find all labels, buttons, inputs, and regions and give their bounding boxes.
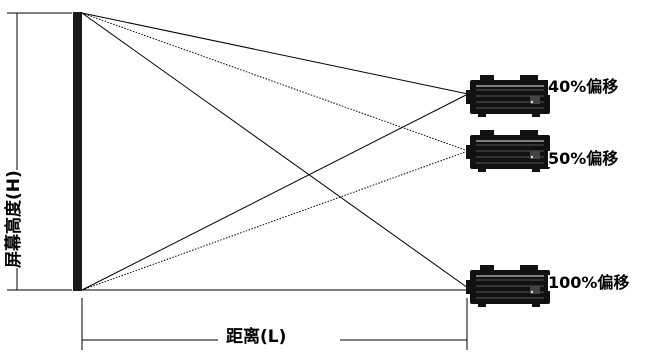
offset-40-label: 40%偏移: [548, 77, 619, 96]
projector-icon-40: [465, 74, 551, 118]
offset-100-label: 100%偏移: [548, 273, 630, 292]
projector-icon-100: [465, 264, 551, 308]
screen-bar: [73, 12, 82, 291]
distance-dimension: [81, 298, 468, 350]
screen-height-label: 屏幕高度(H): [4, 170, 24, 268]
projector-icon-50: [465, 129, 551, 173]
projection-beams: [81, 12, 469, 291]
distance-label: 距离(L): [222, 329, 291, 346]
offset-50-label: 50%偏移: [548, 149, 619, 168]
